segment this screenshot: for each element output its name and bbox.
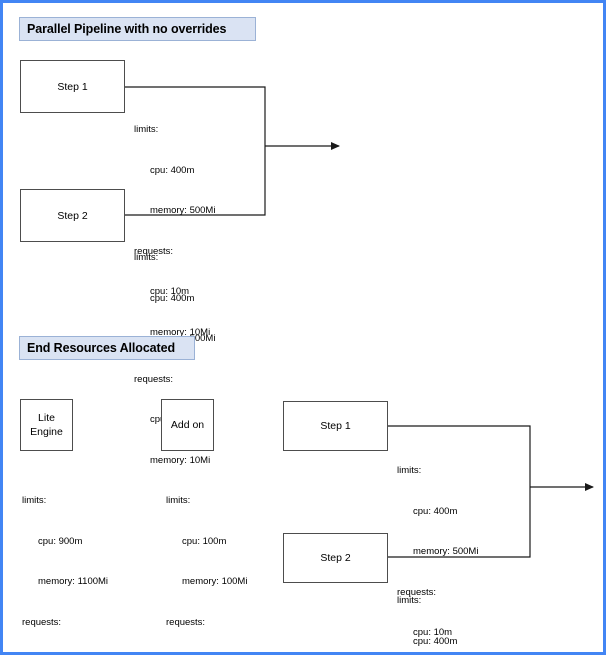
limits-cpu: cpu: 400m xyxy=(150,292,195,304)
limits-cpu: cpu: 900m xyxy=(38,535,83,547)
limits-memory: memory: 500Mi xyxy=(150,205,216,216)
limits-cpu: cpu: 400m xyxy=(413,635,458,647)
node-top-step-1[interactable]: Step 1 xyxy=(20,60,125,113)
section-header-end-resources: End Resources Allocated xyxy=(19,336,195,360)
resources-top-step-1: limits: cpu: 400m memory: 500Mi requests… xyxy=(134,96,215,366)
limits-header: limits: xyxy=(397,595,422,606)
node-bottom-step-1[interactable]: Step 1 xyxy=(283,401,388,451)
node-label: Step 1 xyxy=(57,80,88,93)
limits-header: limits: xyxy=(134,252,159,263)
requests-cpu: cpu: 10m xyxy=(150,286,190,297)
requests-header: requests: xyxy=(134,245,174,257)
limits-memory: memory: 500Mi xyxy=(413,546,479,557)
resources-bottom-step-1: limits: cpu: 400m memory: 500Mi requests… xyxy=(397,437,479,652)
limits-cpu: cpu: 400m xyxy=(150,164,195,176)
node-top-step-2[interactable]: Step 2 xyxy=(20,189,125,242)
limits-cpu: cpu: 100m xyxy=(182,535,227,547)
node-label: Step 2 xyxy=(320,552,351,564)
requests-memory: memory: 10Mi xyxy=(150,454,211,466)
node-label: Add on xyxy=(170,419,205,431)
node-label: Step 1 xyxy=(320,420,351,432)
resources-add-on: limits: cpu: 100m memory: 100Mi requests… xyxy=(166,467,248,652)
requests-header: requests: xyxy=(397,586,437,598)
resources-lite-engine: limits: cpu: 900m memory: 1100Mi request… xyxy=(22,467,109,652)
limits-memory: memory: 1100Mi xyxy=(38,576,109,587)
limits-cpu: cpu: 400m xyxy=(413,505,458,517)
requests-cpu: cpu: 10m xyxy=(413,627,453,638)
section-header-label: End Resources Allocated xyxy=(27,341,175,355)
limits-header: limits: xyxy=(166,495,191,506)
node-add-on[interactable]: Add on xyxy=(161,399,214,451)
requests-header: requests: xyxy=(134,373,174,385)
limits-header: limits: xyxy=(22,495,47,506)
limits-header: limits: xyxy=(134,124,159,135)
requests-memory: memory: 10Mi xyxy=(150,326,211,338)
section-header-parallel-pipeline: Parallel Pipeline with no overrides xyxy=(19,17,256,41)
limits-header: limits: xyxy=(397,465,422,476)
node-lite-engine[interactable]: Lite Engine xyxy=(20,399,73,451)
node-label: Lite Engine xyxy=(30,412,63,438)
node-label: Step 2 xyxy=(57,209,88,222)
requests-header: requests: xyxy=(166,616,206,628)
section-header-label: Parallel Pipeline with no overrides xyxy=(27,22,227,36)
limits-memory: memory: 100Mi xyxy=(182,576,248,587)
requests-header: requests: xyxy=(22,616,62,628)
node-bottom-step-2[interactable]: Step 2 xyxy=(283,533,388,583)
resources-bottom-step-2: limits: cpu: 400m memory: 500Mi requests… xyxy=(397,567,478,652)
